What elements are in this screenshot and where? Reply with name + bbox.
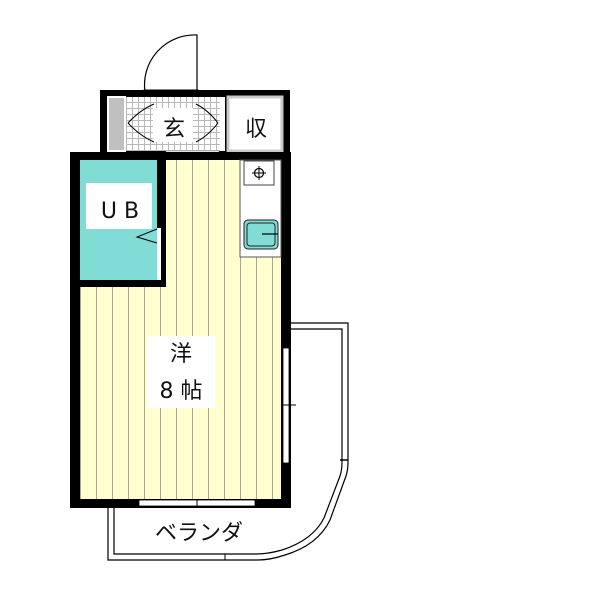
balcony-label: ベランダ — [155, 521, 243, 546]
balcony-window[interactable] — [138, 499, 256, 507]
entrance-label: 玄 — [163, 117, 185, 142]
room-size-label: 8 帖 — [160, 379, 203, 404]
room-type-label: 洋 — [170, 342, 192, 367]
unit-bath-label: U B — [101, 199, 139, 224]
unit-bath — [80, 160, 161, 280]
balcony — [107, 322, 349, 561]
kitchen — [239, 159, 282, 258]
stove-icon — [243, 160, 275, 186]
storage-label: 収 — [245, 117, 267, 142]
right-window[interactable] — [282, 347, 296, 464]
sink-icon — [243, 219, 279, 250]
entrance-door[interactable] — [143, 34, 199, 97]
